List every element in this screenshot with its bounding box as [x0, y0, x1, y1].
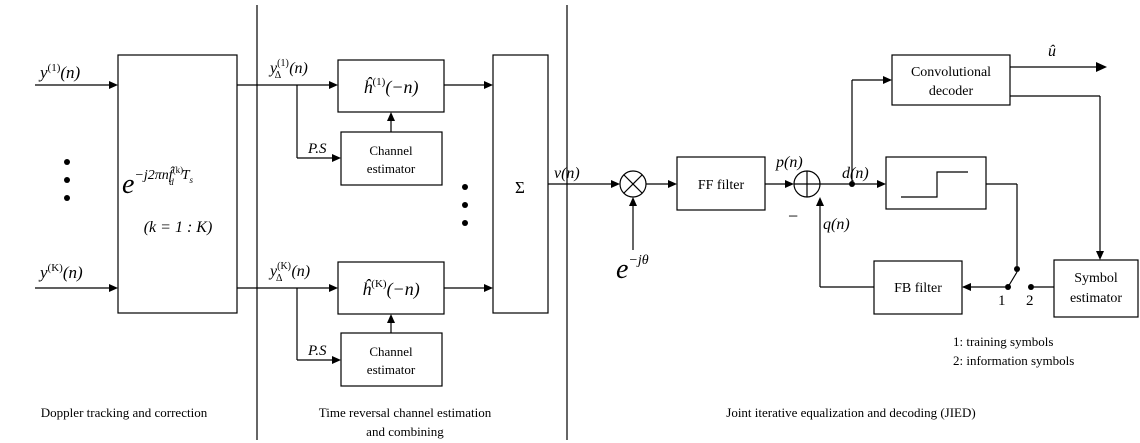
- caption-time-reversal-1: Time reversal channel estimation: [319, 405, 492, 420]
- caption-doppler: Doppler tracking and correction: [41, 405, 208, 420]
- switch-contact: [1028, 284, 1034, 290]
- ellipsis-dot: [462, 202, 468, 208]
- switch-pos-2: 2: [1026, 293, 1034, 309]
- matched-filter-1: [337, 59, 445, 113]
- arrowhead: [387, 112, 395, 121]
- ff-filter-label: FF filter: [698, 178, 745, 193]
- caption-time-reversal-2: and combining: [366, 424, 444, 439]
- arrowhead: [877, 180, 886, 188]
- arrowhead: [668, 180, 677, 188]
- switch-pos-1: 1: [998, 293, 1006, 309]
- ellipsis-dot: [64, 159, 70, 165]
- arrowhead: [1096, 62, 1107, 72]
- switch-contact: [1014, 266, 1020, 272]
- arrowhead: [109, 81, 118, 89]
- channel-estimator-1: [340, 131, 443, 186]
- psK-label: P.S: [307, 343, 327, 359]
- sigma-label: Σ: [515, 178, 525, 197]
- input-yK-label: y(K)(n): [38, 262, 83, 282]
- estimator-line1: Symbol: [1074, 271, 1118, 286]
- decision-device-block: [885, 156, 987, 210]
- decoder-line2: decoder: [929, 84, 974, 99]
- legend-training: 1: training symbols: [953, 334, 1053, 349]
- arrowhead: [332, 154, 341, 162]
- u-hat-label: û: [1048, 43, 1056, 60]
- arrowhead: [1096, 251, 1104, 260]
- switch-arm: [1007, 271, 1018, 288]
- channel-estimator-K-line1: Channel: [369, 344, 413, 359]
- arrowhead: [484, 81, 493, 89]
- ps1-label: P.S: [307, 141, 327, 157]
- hK-label: ĥ(K)(−n): [362, 278, 419, 300]
- ff-filter-block: [676, 156, 766, 211]
- p-label: p(n): [775, 154, 803, 171]
- arrowhead: [629, 197, 637, 206]
- arrowhead: [611, 180, 620, 188]
- ellipsis-dot: [462, 184, 468, 190]
- decoder-line1: Convolutional: [911, 65, 991, 80]
- fb-filter-block: [873, 260, 963, 315]
- phase-label: e−jθ: [616, 253, 649, 285]
- channel-estimator-1-line2: estimator: [367, 161, 416, 176]
- convolutional-decoder-block: [891, 54, 1011, 106]
- fb-filter-label: FB filter: [894, 281, 942, 296]
- input-y1-label: y(1)(n): [38, 62, 81, 82]
- multiplier-x: [623, 174, 643, 194]
- d-label: d(n): [842, 165, 869, 182]
- symbol-estimator-block: [1053, 259, 1139, 318]
- q-label: q(n): [823, 216, 850, 233]
- v-label: v(n): [554, 165, 580, 182]
- ellipsis-dot: [64, 177, 70, 183]
- arrowhead: [332, 356, 341, 364]
- h1-label: ĥ(1)(−n): [364, 76, 419, 98]
- arrowhead: [329, 284, 338, 292]
- arrowhead: [329, 81, 338, 89]
- arrowhead: [484, 284, 493, 292]
- arrowhead: [816, 197, 824, 206]
- arrowhead: [387, 314, 395, 323]
- step-icon: [901, 171, 968, 198]
- doppler-range: (k = 1 : K): [144, 219, 213, 236]
- minus-sign: −: [788, 206, 798, 226]
- ellipsis-dot: [462, 220, 468, 226]
- summation-block: [492, 54, 549, 314]
- arrowhead: [962, 283, 971, 291]
- channel-estimator-1-line1: Channel: [369, 143, 413, 158]
- estimator-line2: estimator: [1070, 291, 1122, 306]
- channel-estimator-K: [340, 332, 443, 387]
- arrowhead: [785, 180, 794, 188]
- ellipsis-dot: [64, 195, 70, 201]
- channel-estimator-K-line2: estimator: [367, 362, 416, 377]
- arrowhead: [109, 284, 118, 292]
- y-delta-1-label: y(1)Δ(n): [268, 58, 308, 81]
- doppler-correction-block: [117, 54, 238, 314]
- arrowhead: [883, 76, 892, 84]
- caption-jied: Joint iterative equalization and decodin…: [726, 405, 975, 420]
- y-delta-K-label: y(K)Δ(n): [268, 261, 310, 284]
- legend-information: 2: information symbols: [953, 353, 1074, 368]
